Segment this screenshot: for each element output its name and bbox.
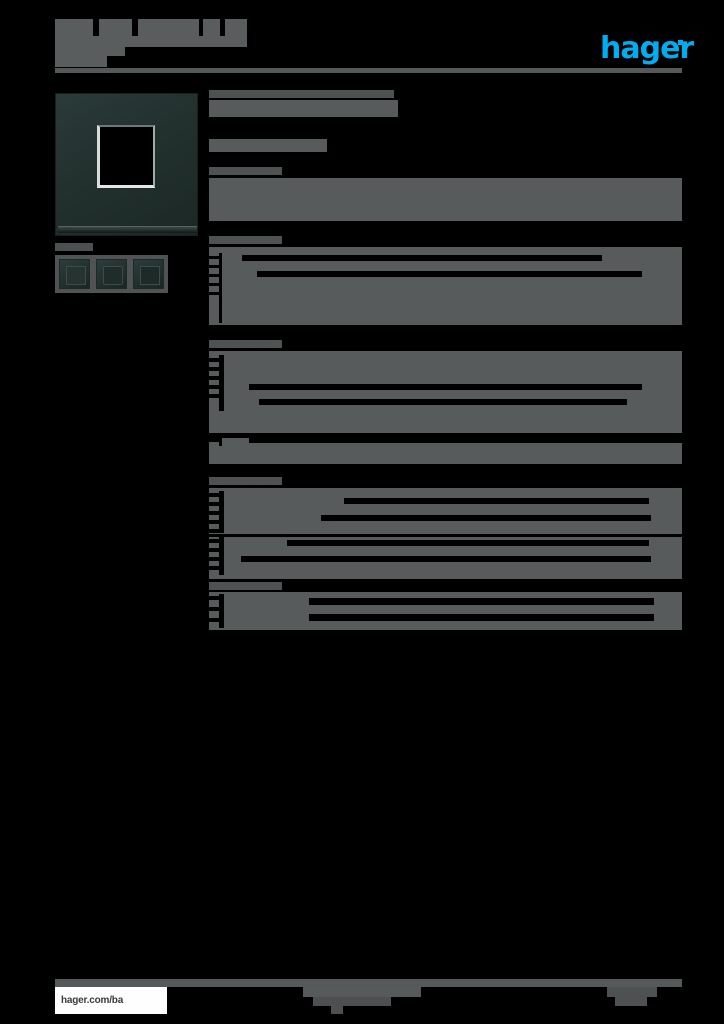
value-gap	[249, 384, 642, 390]
product-detail-column	[209, 90, 682, 630]
header-subtitle-line-1	[55, 36, 247, 47]
value-gap	[257, 271, 642, 277]
footer-url-box[interactable]: hager.com/ba	[55, 987, 167, 1014]
section-logistics	[209, 477, 682, 534]
value-gap	[344, 498, 649, 504]
product-title	[209, 100, 398, 117]
value-gap	[287, 540, 649, 546]
row-gap	[209, 367, 219, 371]
row-gap	[209, 292, 219, 295]
value-gap	[321, 515, 651, 521]
value-gap	[242, 255, 602, 261]
value-gap	[241, 556, 651, 562]
value-gap	[249, 438, 682, 443]
section-certification	[209, 537, 682, 579]
row-gap	[209, 502, 219, 506]
section-characteristics-heading	[209, 236, 282, 244]
row-gap	[219, 537, 224, 575]
page-header: hager	[55, 14, 694, 73]
row-gap	[209, 596, 219, 600]
header-title-fragment-4	[203, 19, 220, 36]
section-logistics-heading	[209, 477, 282, 485]
footer-right-line-2	[607, 987, 657, 997]
row-gap	[209, 520, 219, 524]
footer-divider	[55, 979, 682, 987]
hager-logo[interactable]: hager	[600, 34, 694, 64]
row-gap	[209, 358, 219, 362]
row-gap	[209, 529, 219, 533]
row-gap	[209, 385, 219, 389]
section-technical-data-heading	[209, 340, 282, 348]
section-references-body	[209, 592, 682, 630]
footer-right-line-1	[600, 979, 668, 987]
header-divider	[55, 68, 682, 73]
section-description-heading	[209, 167, 282, 175]
row-gap	[219, 491, 224, 533]
row-gap	[209, 548, 219, 552]
row-gap	[209, 539, 219, 543]
thumbnail-2[interactable]	[96, 259, 127, 289]
row-gap	[209, 493, 219, 497]
row-gap	[209, 438, 219, 442]
header-subtitle-line-3	[55, 56, 107, 67]
footer-center-line-1	[303, 987, 421, 997]
section-references-heading	[209, 582, 282, 590]
footer-center-line-3	[331, 1006, 343, 1014]
row-gap	[219, 594, 224, 628]
section-packaging	[209, 438, 682, 464]
header-title-fragment-3	[138, 19, 199, 36]
section-characteristics-body	[209, 247, 682, 325]
row-gap	[219, 438, 222, 446]
row-gap	[209, 607, 219, 611]
section-technical-data-body	[209, 351, 682, 433]
section-references	[209, 582, 682, 630]
section-logistics-body	[209, 488, 682, 534]
row-gap	[209, 557, 219, 561]
header-subtitle-line-2	[55, 47, 125, 56]
thumbnail-3[interactable]	[133, 259, 164, 289]
hager-logo-dot	[678, 40, 683, 45]
row-gap	[209, 511, 219, 515]
row-gap	[209, 618, 219, 622]
product-hero-image[interactable]	[55, 93, 198, 236]
header-title-fragment-2	[99, 19, 132, 36]
value-gap	[259, 399, 627, 405]
thumbnail-strip	[55, 255, 168, 293]
row-gap	[219, 253, 222, 323]
hager-logo-text: hager	[600, 31, 694, 66]
row-gap	[209, 274, 219, 277]
footer-url-text: hager.com/ba	[61, 995, 124, 1006]
row-gap	[209, 566, 219, 570]
footer-center-line-2	[313, 997, 391, 1006]
row-gap	[209, 265, 219, 268]
product-eyebrow	[209, 90, 394, 98]
product-reference	[209, 139, 327, 152]
product-frame-aperture	[97, 125, 155, 188]
value-gap	[309, 614, 654, 621]
value-gap	[309, 598, 654, 605]
product-media-column	[55, 93, 198, 293]
footer-right-line-3	[615, 997, 647, 1006]
section-characteristics	[209, 236, 682, 325]
section-technical-data	[209, 340, 682, 433]
page-footer: hager.com/ba	[55, 979, 682, 1017]
thumbnails-label	[55, 243, 93, 251]
section-packaging-body	[209, 438, 682, 464]
row-gap	[219, 355, 224, 411]
header-title-fragment-5	[225, 19, 247, 36]
row-gap	[209, 283, 219, 286]
section-description-body	[209, 178, 682, 221]
row-gap	[209, 376, 219, 380]
section-description	[209, 167, 682, 221]
row-gap	[209, 256, 219, 259]
product-frame-base	[58, 226, 197, 233]
row-gap	[209, 394, 219, 398]
thumbnail-1[interactable]	[59, 259, 90, 289]
section-certification-body	[209, 537, 682, 579]
header-title-fragment-1	[55, 19, 93, 36]
